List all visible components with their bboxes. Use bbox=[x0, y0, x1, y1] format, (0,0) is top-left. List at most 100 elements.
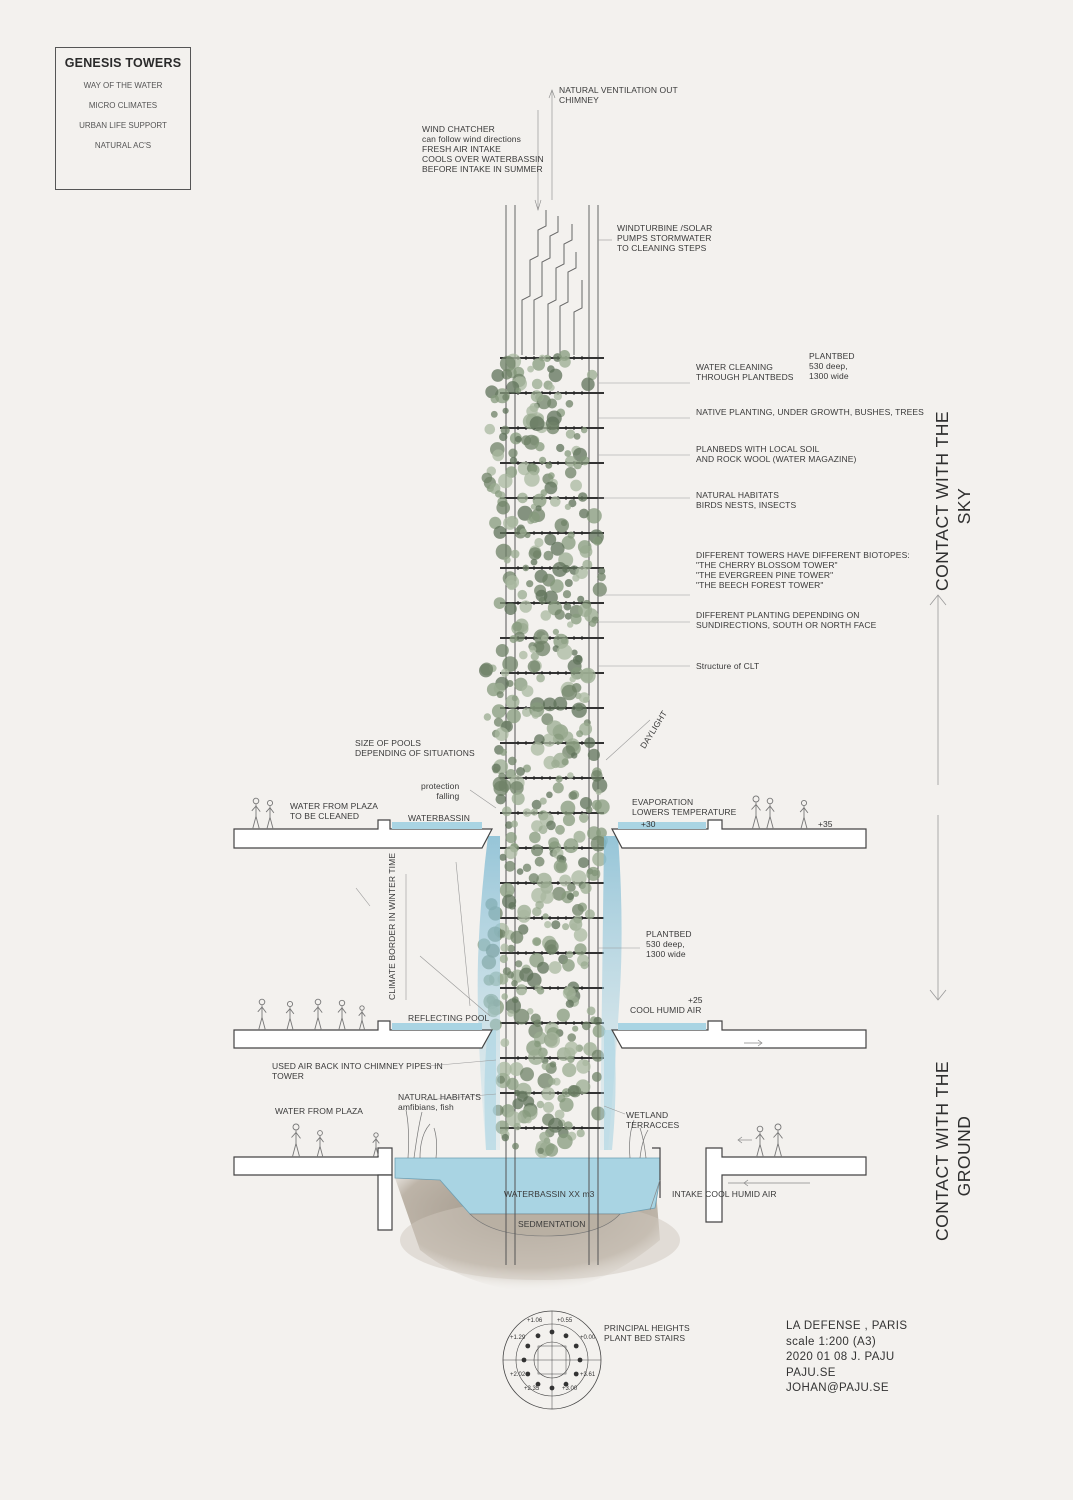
foliage-blob bbox=[569, 1085, 582, 1098]
foliage-blob bbox=[495, 794, 506, 805]
credit-line: scale 1:200 (A3) bbox=[786, 1335, 877, 1348]
foliage-blob bbox=[491, 704, 506, 719]
foliage-blob bbox=[583, 696, 590, 703]
foliage-blob bbox=[570, 479, 582, 492]
label-line: FRESH AIR INTAKE bbox=[422, 144, 501, 154]
foliage-blob bbox=[502, 656, 519, 672]
foliage-blob bbox=[584, 737, 596, 749]
waterbassin-label: WATERBASSIN bbox=[408, 813, 470, 823]
foliage-blob bbox=[503, 556, 511, 564]
foliage-blob bbox=[565, 429, 576, 439]
foliage-blob bbox=[490, 410, 498, 418]
foliage-blob bbox=[539, 797, 547, 805]
stair-height-label: +3.00 bbox=[562, 1386, 578, 1392]
foliage-blob bbox=[536, 673, 545, 683]
label-line: CONTACT WITH THE bbox=[932, 1060, 952, 1241]
foliage-blob bbox=[503, 516, 517, 530]
foliage-blob bbox=[572, 904, 584, 916]
foliage-blob bbox=[506, 708, 521, 724]
foliage-blob bbox=[528, 511, 540, 524]
foliage-blob bbox=[517, 589, 528, 600]
foliage-blob bbox=[499, 355, 516, 372]
foliage-blob bbox=[592, 536, 602, 546]
waterbassin-volume-label: WATERBASSIN XX m3 bbox=[504, 1189, 595, 1199]
person-silhouette bbox=[765, 797, 775, 830]
foliage-blob bbox=[493, 682, 506, 695]
label-line: REFLECTING POOL bbox=[408, 1013, 490, 1023]
foliage-blob bbox=[580, 961, 589, 970]
foliage-blob bbox=[598, 567, 606, 575]
label-line: CHIMNEY bbox=[559, 95, 599, 105]
foliage-blob bbox=[572, 574, 580, 582]
foliage-blob bbox=[565, 467, 577, 479]
foliage-blob bbox=[531, 799, 542, 810]
foliage-blob bbox=[498, 491, 506, 499]
foliage-blob bbox=[537, 1147, 544, 1155]
foliage-blob bbox=[531, 378, 543, 390]
foliage-blob bbox=[502, 393, 510, 401]
label-line: PLANBEDS WITH LOCAL SOIL bbox=[696, 444, 820, 454]
foliage-blob bbox=[565, 455, 577, 468]
foliage-blob bbox=[580, 667, 596, 684]
label-line: DEPENDING OF SITUATIONS bbox=[355, 748, 475, 758]
stair-height-label: +1.29 bbox=[510, 1335, 526, 1341]
person-silhouette bbox=[773, 1123, 783, 1158]
foliage-blob bbox=[509, 456, 518, 465]
wetland-reeds bbox=[405, 1109, 649, 1159]
stair-post-dot bbox=[563, 1333, 569, 1339]
label-line: INTAKE COOL HUMID AIR bbox=[672, 1189, 777, 1199]
foliage-blob bbox=[534, 856, 545, 867]
foliage-blob bbox=[519, 650, 528, 660]
foliage-blob bbox=[506, 971, 515, 979]
foliage-blob bbox=[493, 780, 509, 796]
air-arrows bbox=[649, 1039, 810, 1211]
label-line: EVAPORATION bbox=[632, 797, 694, 807]
label-line: NATURAL VENTILATION OUT bbox=[559, 85, 678, 95]
label-line: Structure of CLT bbox=[696, 661, 760, 671]
stair-post-dot bbox=[549, 1385, 555, 1391]
legend-item: WAY OF THE WATER bbox=[83, 81, 163, 90]
foliage-blob bbox=[522, 707, 532, 717]
label-line: NATIVE PLANTING, UNDER GROWTH, BUSHES, T… bbox=[696, 407, 924, 417]
person-silhouette bbox=[316, 1130, 324, 1158]
foliage-blob bbox=[584, 909, 595, 920]
leader-lines bbox=[355, 239, 690, 1115]
foliage-blob bbox=[507, 1009, 515, 1017]
foliage-blob bbox=[580, 456, 590, 466]
foliage-blob bbox=[526, 1008, 534, 1015]
foliage-blob bbox=[509, 781, 524, 795]
foliage-blob bbox=[528, 873, 539, 884]
foliage-blob bbox=[506, 579, 517, 591]
label-line: WATER CLEANING bbox=[696, 362, 773, 372]
legend-box: GENESIS TOWERS WAY OF THE WATER MICRO CL… bbox=[55, 47, 191, 190]
contact-with-sky-label: CONTACT WITH THE SKY bbox=[931, 411, 975, 591]
foliage-blob bbox=[502, 407, 509, 414]
used-air-label: USED AIR BACK INTO CHIMNEY PIPES IN TOWE… bbox=[272, 1061, 443, 1081]
label-line: AND ROCK WOOL (WATER MAGAZINE) bbox=[696, 454, 857, 464]
water-cleaning-label: WATER CLEANING THROUGH PLANTBEDS bbox=[696, 362, 794, 382]
label-line: can follow wind directions bbox=[422, 134, 521, 144]
foliage-blob bbox=[572, 1025, 579, 1032]
foliage-blob bbox=[520, 1067, 534, 1082]
foliage-blob bbox=[547, 384, 555, 391]
label-line: TERRACCES bbox=[626, 1120, 680, 1130]
foliage-blob bbox=[500, 668, 510, 677]
foliage-blob bbox=[559, 1097, 574, 1112]
foliage-blob bbox=[522, 564, 530, 572]
label-line: "THE EVERGREEN PINE TOWER" bbox=[696, 570, 834, 580]
foliage-blob bbox=[500, 425, 510, 435]
stair-post-dot bbox=[577, 1357, 583, 1363]
foliage-blob bbox=[527, 365, 534, 373]
foliage-blob bbox=[490, 394, 499, 404]
label-line: amfibians, fish bbox=[398, 1102, 454, 1112]
foliage-blob bbox=[480, 662, 494, 676]
stair-height-label: +0.00 bbox=[580, 1335, 596, 1341]
foliage-blob bbox=[505, 821, 513, 829]
foliage-blob bbox=[522, 808, 532, 817]
level-plus-30: +30 bbox=[641, 819, 656, 829]
foliage-blob bbox=[542, 913, 549, 920]
foliage-blob bbox=[547, 398, 558, 409]
structure-label: Structure of CLT bbox=[696, 661, 759, 671]
foliage-blob bbox=[517, 909, 531, 923]
